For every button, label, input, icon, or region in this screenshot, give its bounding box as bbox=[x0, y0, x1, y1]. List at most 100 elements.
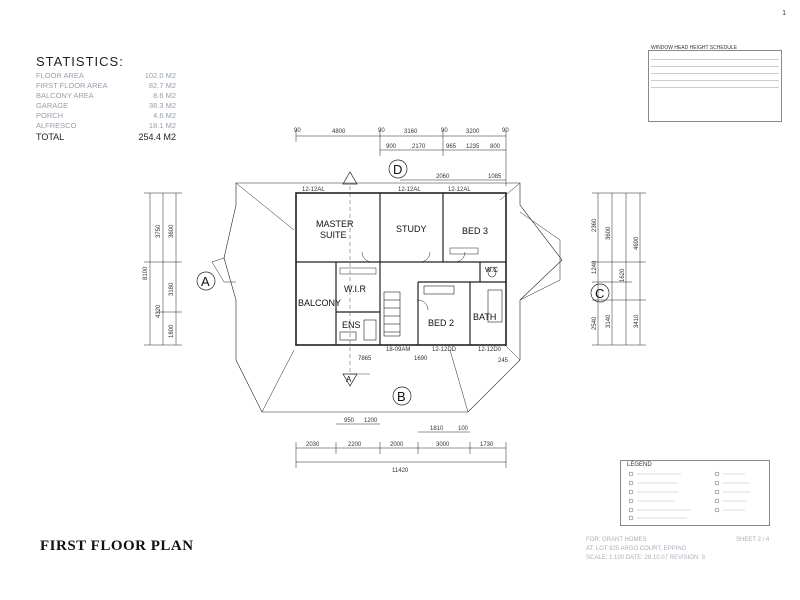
dim-text: 1085 bbox=[488, 174, 502, 180]
roof-hip bbox=[261, 349, 295, 413]
ens-shower bbox=[363, 319, 377, 341]
window-code: 12-12AL bbox=[448, 187, 471, 193]
stat-value: 82.7 M2 bbox=[148, 81, 176, 90]
roof-hip bbox=[499, 182, 521, 201]
plan-title: FIRST FLOOR PLAN bbox=[40, 538, 194, 554]
dim-text: 90 bbox=[502, 128, 509, 134]
stat-row: BALCONY AREA 8.6 M2 bbox=[36, 91, 176, 101]
stat-row: GARAGE 38.3 M2 bbox=[36, 101, 176, 111]
dim-text: 3600 bbox=[169, 224, 175, 238]
dim-text: 2540 bbox=[592, 316, 598, 330]
dim-text: 3180 bbox=[169, 282, 175, 296]
room-label-ens: ENS bbox=[342, 320, 361, 330]
title-block: FOR: GRANT HOMES AT: LOT 925 ARGO COURT,… bbox=[586, 536, 786, 563]
stat-label: ALFRESCO bbox=[36, 121, 77, 130]
dim-text: 2360 bbox=[592, 218, 598, 232]
door-swing bbox=[361, 251, 373, 263]
room-label-bed3: BED 3 bbox=[462, 226, 488, 236]
ens-vanity bbox=[339, 331, 357, 341]
grid-bubble-b bbox=[392, 386, 412, 406]
stat-label: BALCONY AREA bbox=[36, 91, 94, 100]
room-label-bath: BATH bbox=[473, 312, 496, 322]
stat-value: 38.3 M2 bbox=[148, 101, 176, 110]
legend-title: LEGEND bbox=[627, 462, 652, 468]
schedule-title: WINDOW HEAD HEIGHT SCHEDULE bbox=[651, 45, 738, 51]
robe bbox=[339, 267, 377, 275]
room-label-balcony: BALCONY bbox=[298, 298, 341, 308]
roof-outline bbox=[223, 182, 563, 413]
door-swing bbox=[419, 251, 431, 263]
legend-symbols bbox=[628, 471, 751, 521]
stat-total-row: TOTAL 254.4 M2 bbox=[36, 131, 176, 143]
dim-text: 3410 bbox=[634, 314, 640, 328]
dim-text: 2170 bbox=[412, 144, 426, 150]
title-scale-date: SCALE: 1:100 DATE: 28.10.07 REVISION: 3 bbox=[586, 555, 705, 561]
dim-text: 3000 bbox=[436, 442, 450, 448]
room-label-bed2: BED 2 bbox=[428, 318, 454, 328]
grid-bubble-c bbox=[590, 283, 610, 303]
grid-letter-c: C bbox=[595, 286, 604, 301]
door-swing bbox=[454, 251, 466, 263]
window-schedule-box: WINDOW HEAD HEIGHT SCHEDULE bbox=[648, 45, 782, 122]
dim-text: 3140 bbox=[606, 314, 612, 328]
window-code: 12-12AL bbox=[302, 187, 325, 193]
dim-text: 2030 bbox=[306, 442, 320, 448]
dim-text: 245 bbox=[498, 358, 509, 364]
page-number: 1 bbox=[782, 10, 786, 17]
stat-label: PORCH bbox=[36, 111, 64, 120]
roof-gable-right bbox=[519, 211, 561, 301]
title-sheet: SHEET 2 / 4 bbox=[736, 537, 770, 543]
schedule-row bbox=[651, 53, 779, 60]
stat-row: ALFRESCO 18.1 M2 bbox=[36, 121, 176, 131]
window-code: 12-12AL bbox=[398, 187, 421, 193]
section-arrow-top bbox=[342, 171, 358, 185]
window-code: 12-12D0 bbox=[478, 347, 502, 353]
stat-row: FIRST FLOOR AREA 82.7 M2 bbox=[36, 81, 176, 91]
dim-text: 950 bbox=[344, 418, 355, 424]
window-code: 12-12DD bbox=[432, 347, 457, 353]
grid-bubble-a-left bbox=[196, 271, 216, 291]
stat-value: 18.1 M2 bbox=[148, 121, 176, 130]
first-floor-walls bbox=[295, 192, 507, 346]
dim-text: 2200 bbox=[348, 442, 362, 448]
schedule-rows bbox=[651, 53, 779, 88]
dim-text: 100 bbox=[458, 426, 469, 432]
room-label-wir: W.I.R bbox=[344, 284, 366, 294]
dim-text: 1200 bbox=[364, 418, 378, 424]
window-code: 18-09AM bbox=[386, 347, 410, 353]
title-address: AT: LOT 925 ARGO COURT, EPPING bbox=[586, 546, 687, 552]
stat-value: 8.6 M2 bbox=[153, 91, 176, 100]
stat-value: 4.6 M2 bbox=[153, 111, 176, 120]
vanity bbox=[423, 285, 455, 295]
stat-label: GARAGE bbox=[36, 101, 69, 110]
dim-text: 4690 bbox=[634, 236, 640, 250]
stat-label: FIRST FLOOR AREA bbox=[36, 81, 108, 90]
grid-letter-a-bottom: A bbox=[346, 375, 352, 384]
dim-text: 2060 bbox=[436, 174, 450, 180]
roof-hip bbox=[449, 349, 469, 413]
stat-total-label: TOTAL bbox=[36, 132, 65, 142]
dim-text: 1235 bbox=[466, 144, 480, 150]
stat-total-value: 254.4 M2 bbox=[138, 132, 176, 142]
grid-letter-d: D bbox=[393, 162, 402, 177]
dim-text: 4320 bbox=[156, 304, 162, 318]
stat-row: PORCH 4.6 M2 bbox=[36, 111, 176, 121]
robe bbox=[449, 247, 479, 255]
dim-text: 3600 bbox=[606, 226, 612, 240]
stairs bbox=[383, 291, 401, 337]
room-label-wc: W.C bbox=[485, 267, 498, 274]
schedule-row bbox=[651, 60, 779, 67]
dim-text: 1620 bbox=[620, 268, 626, 282]
bath-tub bbox=[487, 289, 503, 323]
schedule-row bbox=[651, 67, 779, 74]
dim-text: 8100 bbox=[143, 266, 149, 280]
title-client: FOR: GRANT HOMES bbox=[586, 537, 647, 543]
dim-text: 4800 bbox=[332, 129, 346, 135]
door-swing bbox=[417, 299, 429, 311]
roof-hip bbox=[235, 182, 295, 231]
dim-text: 965 bbox=[446, 144, 457, 150]
dim-text: 1240 bbox=[592, 260, 598, 274]
